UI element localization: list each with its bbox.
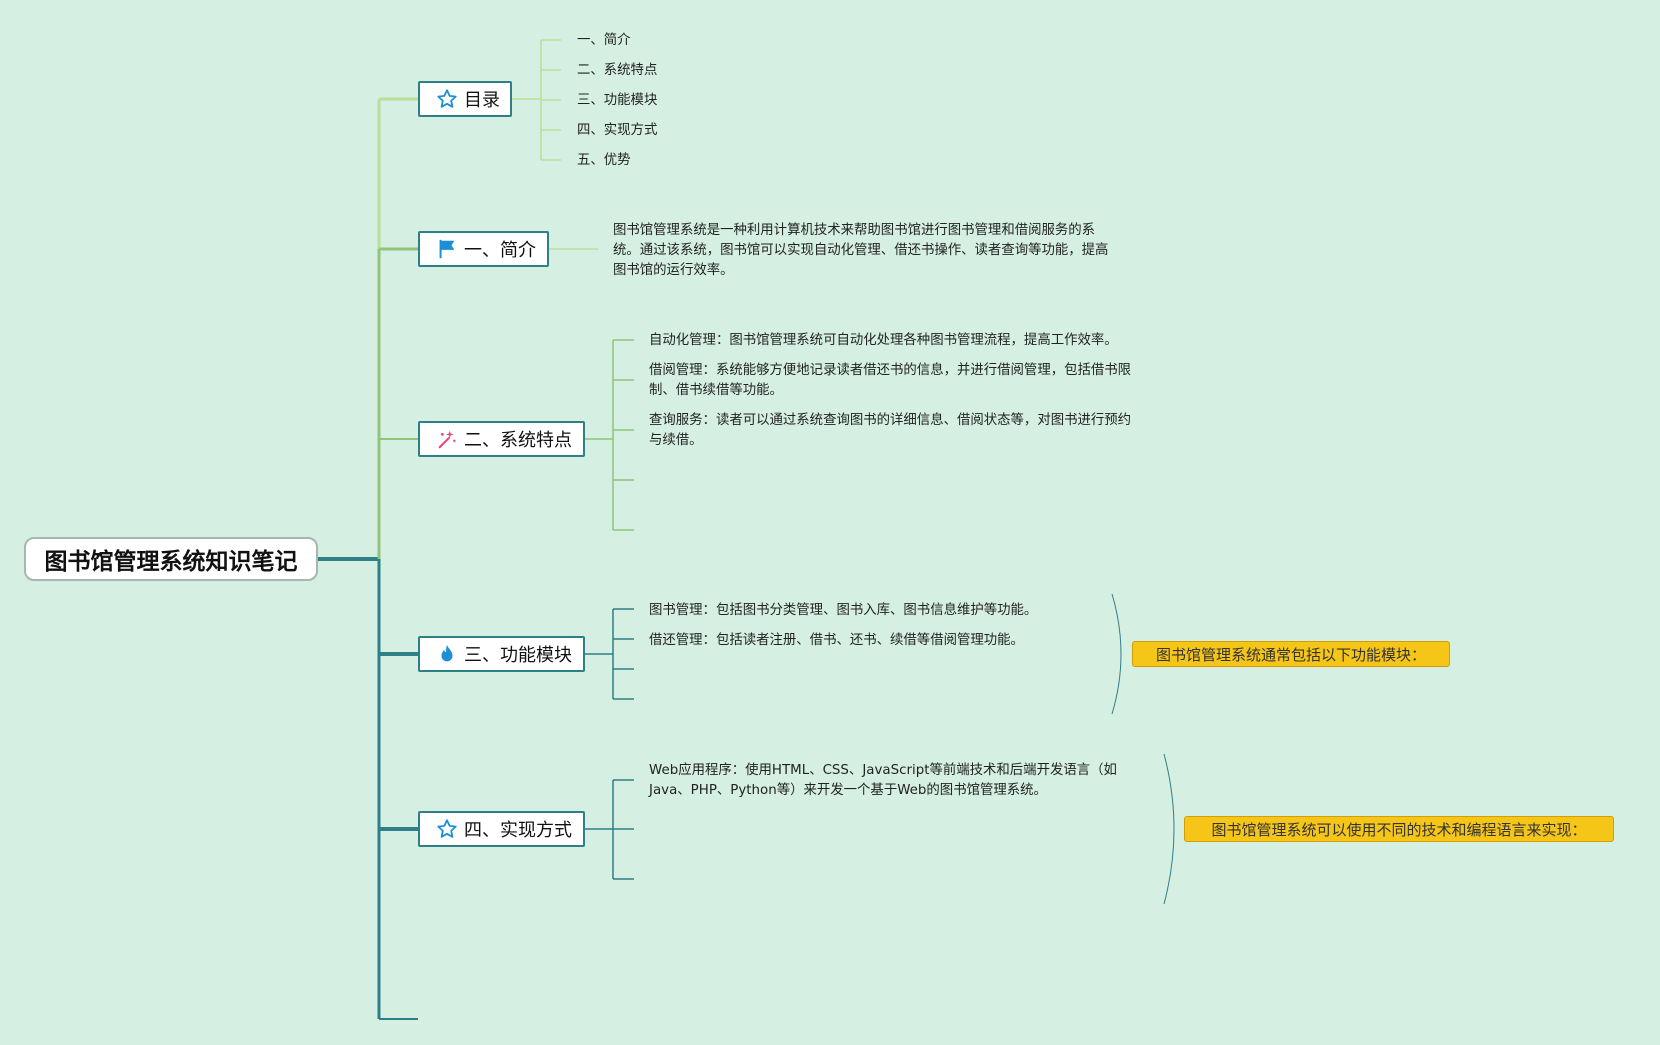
implementation-item[interactable]: Web应用程序：使用HTML、CSS、JavaScript等前端技术和后端开发语… <box>649 763 1117 798</box>
sparkle-wand-icon <box>436 428 458 450</box>
branch-modules[interactable]: 三、功能模块 <box>418 636 585 672</box>
module-item[interactable]: 图书管理：包括图书分类管理、图书入库、图书信息维护等功能。 <box>649 603 1038 618</box>
toc-item[interactable]: 五、优势 <box>577 153 631 168</box>
intro-text[interactable]: 图书馆管理系统是一种利用计算机技术来帮助图书馆进行图书管理和借阅服务的系统。通过… <box>613 223 1109 278</box>
toc-item[interactable]: 二、系统特点 <box>577 63 658 78</box>
root-topic[interactable]: 图书馆管理系统知识笔记 <box>24 537 318 581</box>
implementation-summary-brace <box>1163 753 1175 905</box>
feature-item[interactable]: 自动化管理：图书馆管理系统可自动化处理各种图书管理流程，提高工作效率。 <box>649 333 1118 348</box>
module-item[interactable]: 借还管理：包括读者注册、借书、还书、续借等借阅管理功能。 <box>649 633 1024 648</box>
feature-item[interactable]: 借阅管理：系统能够方便地记录读者借还书的信息，并进行借阅管理，包括借书限制、借书… <box>649 363 1132 398</box>
branch-toc[interactable]: 目录 <box>418 81 512 117</box>
modules-summary[interactable]: 图书馆管理系统通常包括以下功能模块： <box>1132 641 1450 667</box>
branch-intro[interactable]: 一、简介 <box>418 231 549 267</box>
flag-icon <box>436 238 458 260</box>
branch-implementation-label: 四、实现方式 <box>464 820 572 841</box>
branch-toc-label: 目录 <box>464 90 500 111</box>
implementation-summary[interactable]: 图书馆管理系统可以使用不同的技术和编程语言来实现： <box>1184 816 1614 842</box>
branch-features-label: 二、系统特点 <box>464 430 572 451</box>
feature-item[interactable]: 查询服务：读者可以通过系统查询图书的详细信息、借阅状态等，对图书进行预约与续借。 <box>649 413 1132 448</box>
branch-features[interactable]: 二、系统特点 <box>418 421 585 457</box>
toc-item[interactable]: 三、功能模块 <box>577 93 658 108</box>
star-outline-icon <box>436 88 458 110</box>
branch-modules-label: 三、功能模块 <box>464 645 572 666</box>
branch-intro-label: 一、简介 <box>464 240 536 261</box>
flame-icon <box>436 643 458 665</box>
branch-implementation[interactable]: 四、实现方式 <box>418 811 585 847</box>
toc-item[interactable]: 一、简介 <box>577 33 631 48</box>
modules-summary-brace <box>1111 593 1122 715</box>
toc-item[interactable]: 四、实现方式 <box>577 123 658 138</box>
star-outline-icon <box>436 818 458 840</box>
